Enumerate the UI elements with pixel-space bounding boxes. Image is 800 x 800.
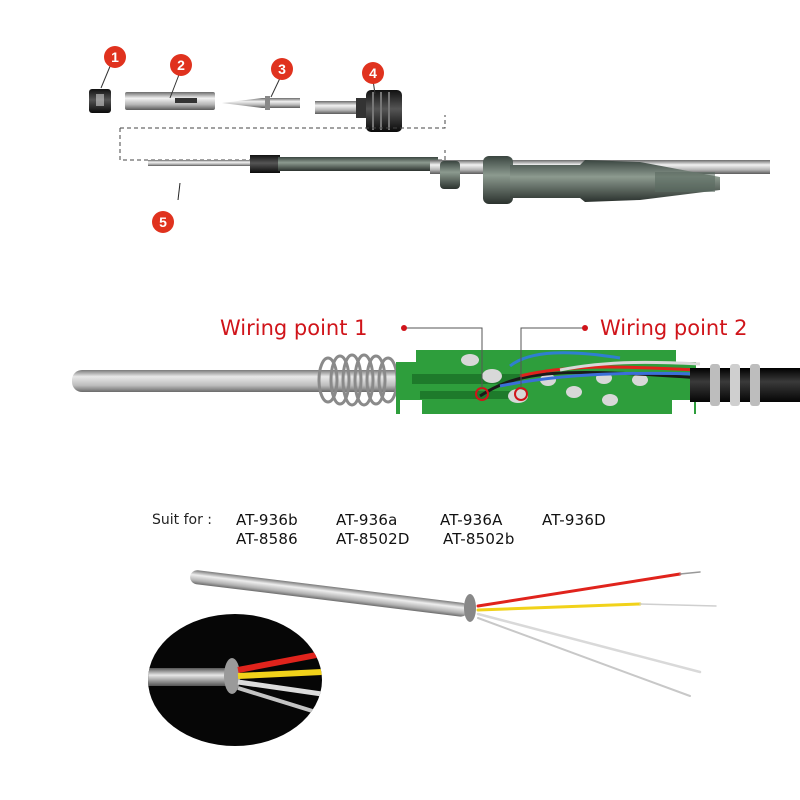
part-nut [89, 89, 111, 113]
model-at-936d: AT-936D [542, 511, 606, 529]
part-tip [222, 96, 300, 110]
assembly-bracket [119, 115, 446, 161]
model-at-8502b: AT-8502b [443, 530, 515, 548]
heater-pcb-drawing [72, 325, 800, 414]
sensor-leads [476, 571, 717, 697]
model-at-8586: AT-8586 [236, 530, 298, 548]
power-cable [690, 368, 800, 402]
part-badge-5: 5 [152, 211, 174, 233]
sensor-washer [464, 594, 476, 622]
part-sleeve [125, 92, 215, 110]
exploded-view-panel: 1 2 3 4 5 [0, 0, 800, 250]
body-pointer [177, 182, 181, 201]
wiring-panel: Wiring point 1 Wiring point 2 [0, 250, 800, 480]
part-badge-1: 1 [104, 46, 126, 68]
compatibility-panel: Suit for : AT-936b AT-936a AT-936A AT-93… [0, 490, 800, 570]
sensor-rod [190, 570, 469, 617]
suit-for-label: Suit for : [152, 512, 213, 528]
part-connector [315, 90, 402, 132]
model-at-936a-lower: AT-936a [336, 511, 398, 529]
heater-rod [72, 370, 412, 392]
model-at-8502d: AT-8502D [336, 530, 410, 548]
sensor-panel [0, 560, 800, 800]
part-badge-3: 3 [271, 58, 293, 80]
exploded-view-drawing [89, 63, 770, 204]
spring [317, 353, 399, 407]
detail-lens-drawing [148, 651, 322, 716]
wiring-callouts [404, 327, 585, 388]
wiring-point-2-label: Wiring point 2 [600, 316, 748, 340]
detail-lens [148, 614, 322, 746]
model-at-936b: AT-936b [236, 511, 298, 529]
part-badge-2: 2 [170, 54, 192, 76]
part-badge-4: 4 [362, 62, 384, 84]
part-iron-body [148, 155, 770, 204]
model-at-936a-upper: AT-936A [440, 511, 503, 529]
wiring-point-1-label: Wiring point 1 [220, 316, 368, 340]
heater-sensor-drawing [190, 570, 717, 697]
pcb-wires [479, 351, 701, 398]
pcb-board [396, 350, 696, 414]
